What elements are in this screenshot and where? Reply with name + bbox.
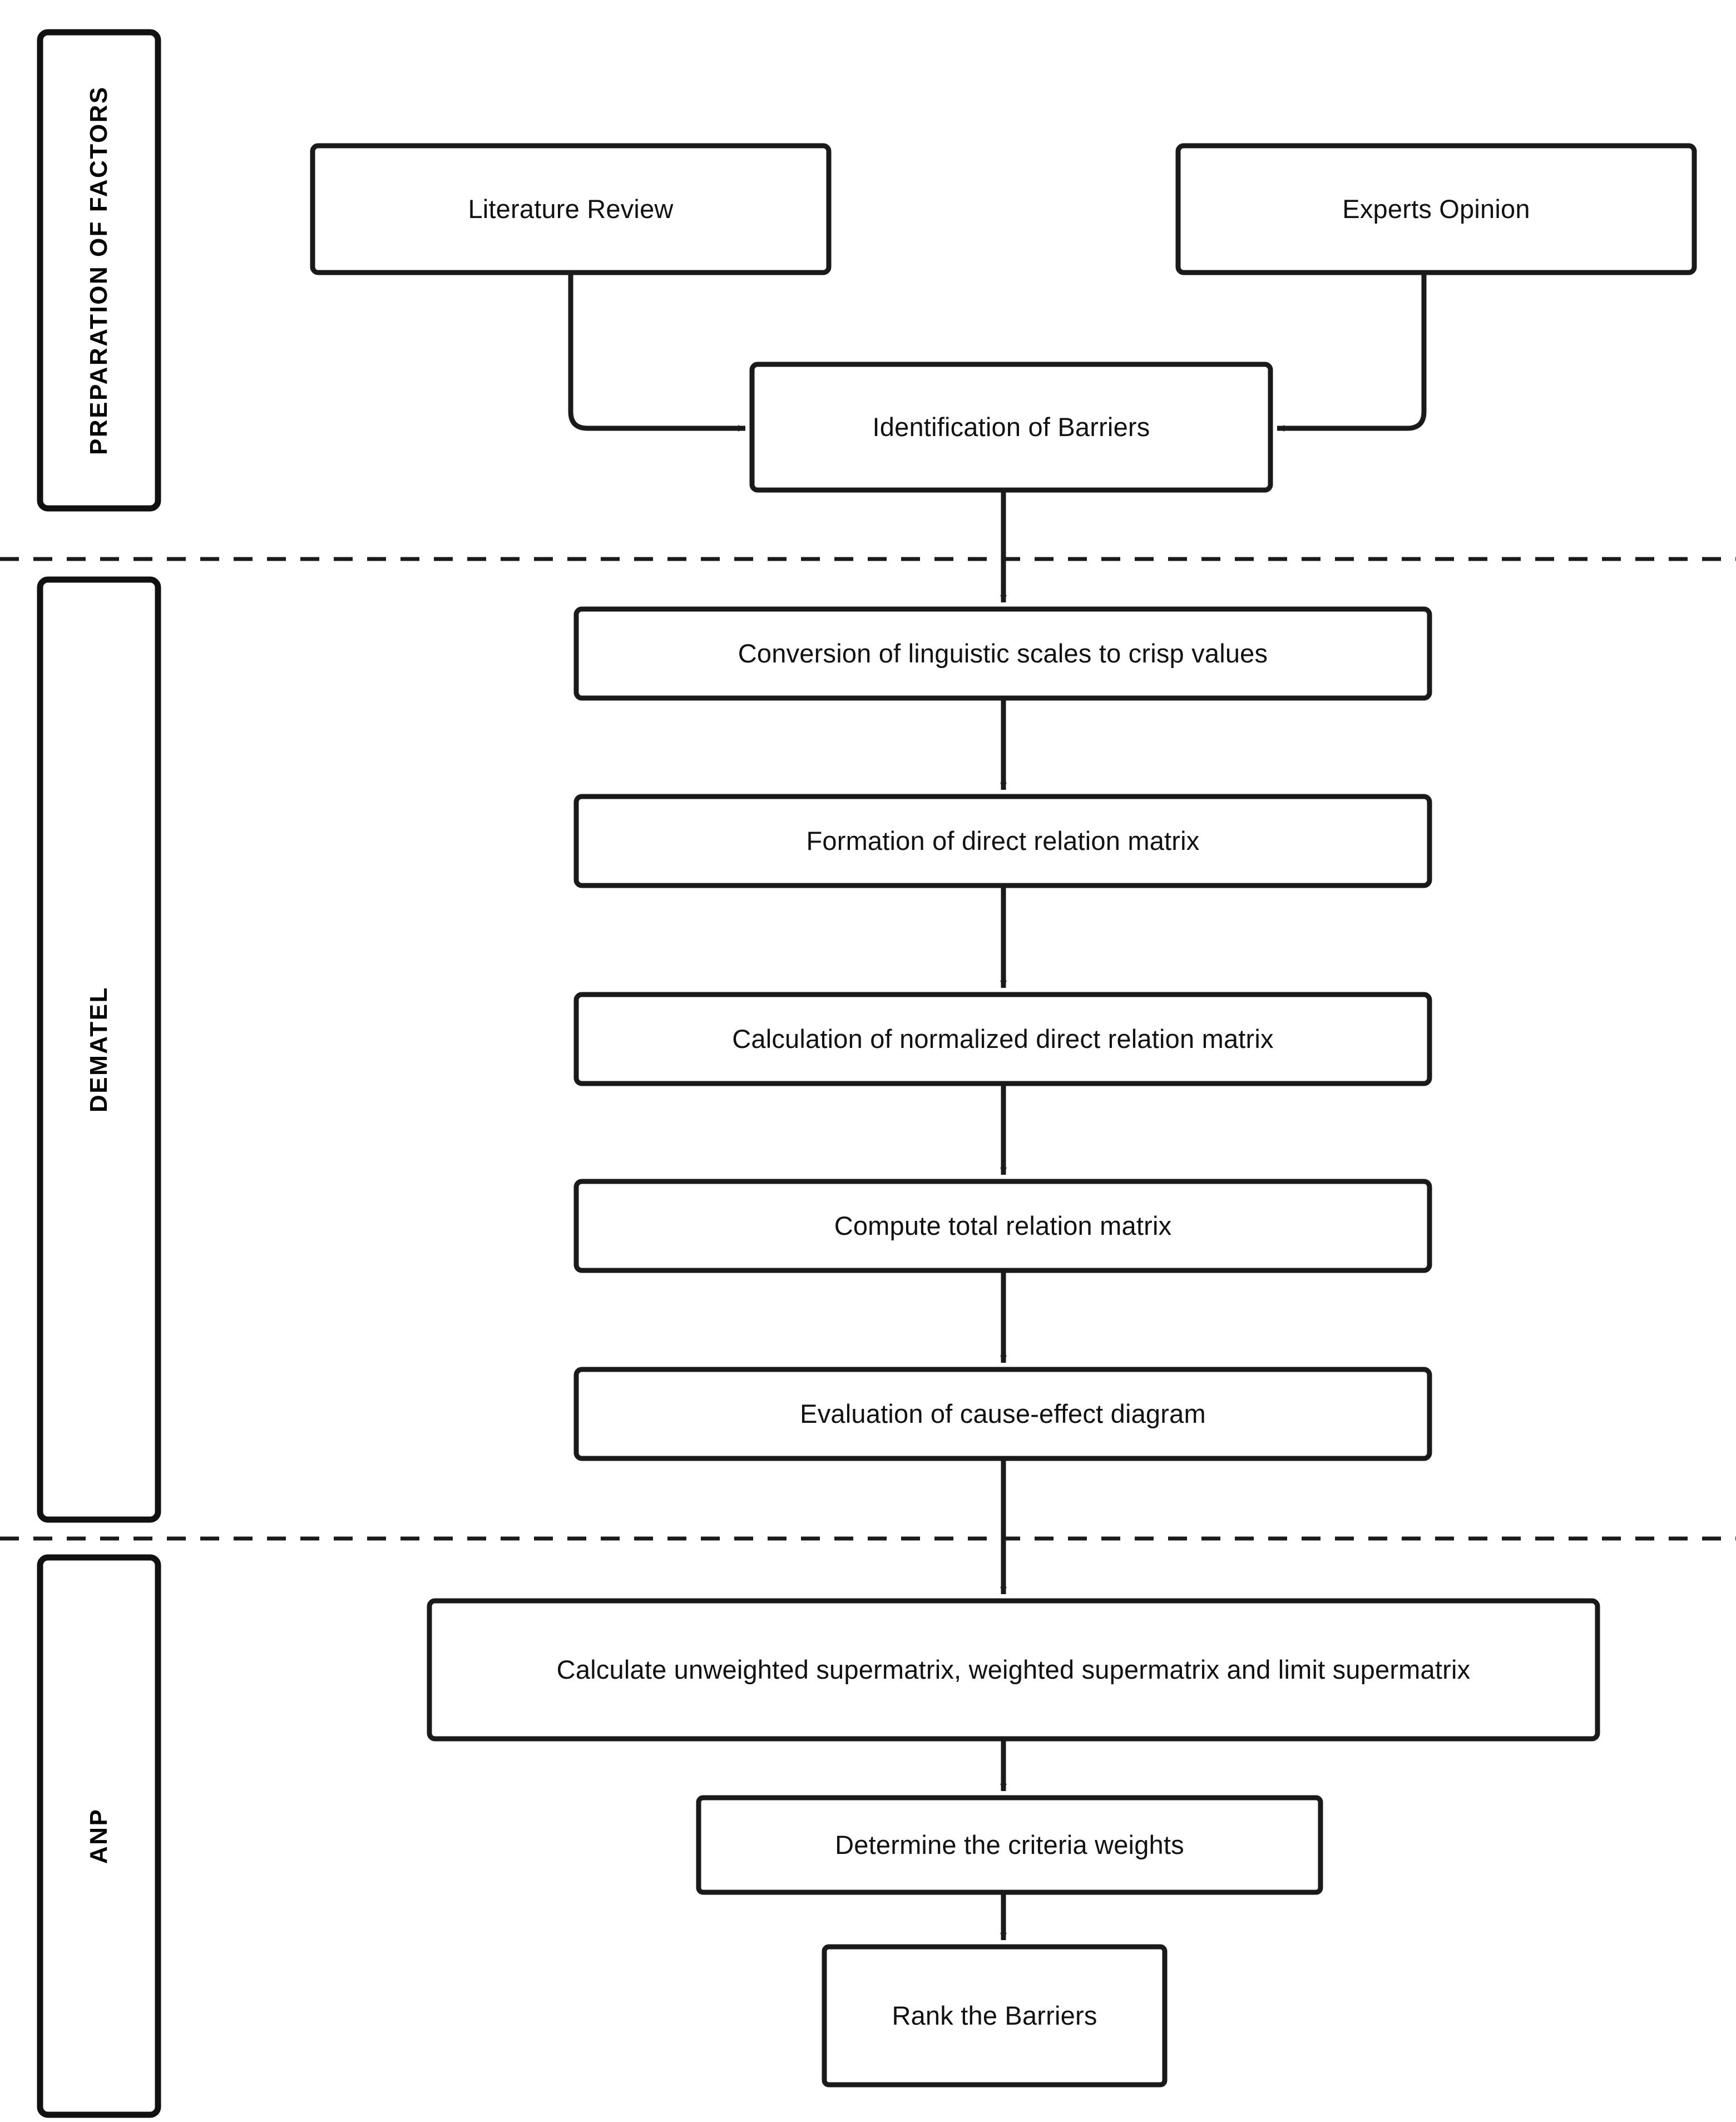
node-box-criteria-weights[interactable]: [696, 1795, 1323, 1895]
phase-frame-preparation: [37, 29, 161, 512]
node-box-formation[interactable]: [573, 794, 1432, 888]
node-box-literature-review[interactable]: [310, 143, 832, 275]
node-box-cause-effect[interactable]: [573, 1367, 1432, 1461]
phase-frame-dematel: [37, 576, 161, 1523]
node-box-total-relation[interactable]: [573, 1179, 1432, 1273]
node-box-normalized[interactable]: [573, 992, 1432, 1086]
phase-label-dematel: DEMATEL: [85, 986, 112, 1113]
node-box-conversion[interactable]: [573, 606, 1432, 701]
edge-literature-review-to-identification: [568, 273, 746, 432]
phase-label-preparation: PREPARATION OF FACTORS: [85, 86, 112, 455]
edge-experts-opinion-to-identification: [1277, 273, 1427, 432]
phase-frame-anp: [37, 1554, 161, 2118]
phase-label-anp: ANP: [85, 1808, 112, 1864]
node-box-supermatrix[interactable]: [427, 1598, 1600, 1742]
node-box-identification[interactable]: [749, 362, 1273, 493]
node-box-rank-barriers[interactable]: [822, 1944, 1168, 2088]
node-box-experts-opinion[interactable]: [1175, 143, 1697, 275]
